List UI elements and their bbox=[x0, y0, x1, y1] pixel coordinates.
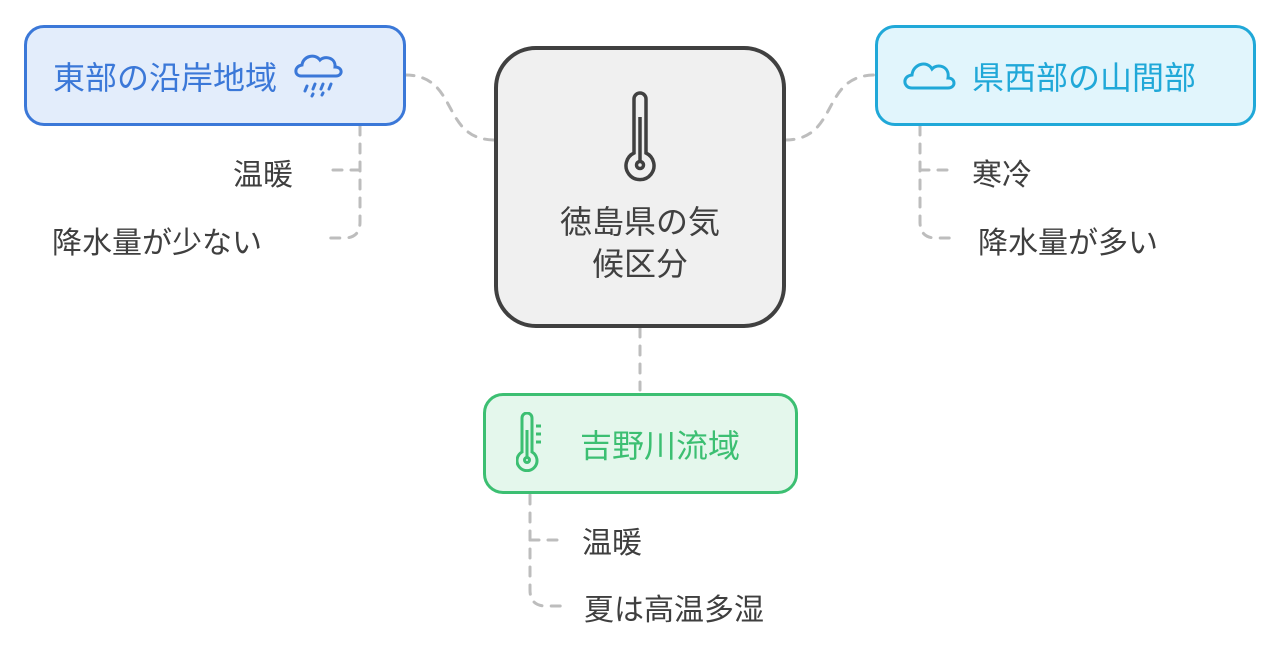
thermometer-icon bbox=[515, 411, 544, 476]
center-label-line2: 候区分 bbox=[591, 245, 688, 283]
west-item-cold: 寒冷 bbox=[972, 158, 1032, 193]
node-yoshino-river[interactable]: 吉野川流域 bbox=[483, 393, 798, 494]
cloud-rain-icon bbox=[291, 46, 347, 106]
center-label-line1: 徳島県の気 bbox=[559, 203, 720, 241]
thermometer-icon bbox=[620, 91, 660, 187]
yoshino-item-hot-humid: 夏は高温多湿 bbox=[584, 593, 764, 628]
node-yoshino-label: 吉野川流域 bbox=[580, 426, 741, 465]
east-item-warm: 温暖 bbox=[233, 158, 293, 193]
west-item-high-rain: 降水量が多い bbox=[978, 226, 1158, 261]
node-center-climate[interactable]: 徳島県の気 候区分 bbox=[494, 46, 786, 328]
node-east-coastal[interactable]: 東部の沿岸地域 bbox=[24, 25, 406, 126]
node-west-mountain[interactable]: 県西部の山間部 bbox=[875, 25, 1256, 126]
cloud-icon bbox=[900, 54, 958, 98]
node-east-label: 東部の沿岸地域 bbox=[53, 58, 278, 97]
yoshino-item-warm: 温暖 bbox=[582, 526, 642, 561]
east-item-low-rain: 降水量が少ない bbox=[52, 226, 262, 261]
node-west-label: 県西部の山間部 bbox=[972, 58, 1197, 97]
